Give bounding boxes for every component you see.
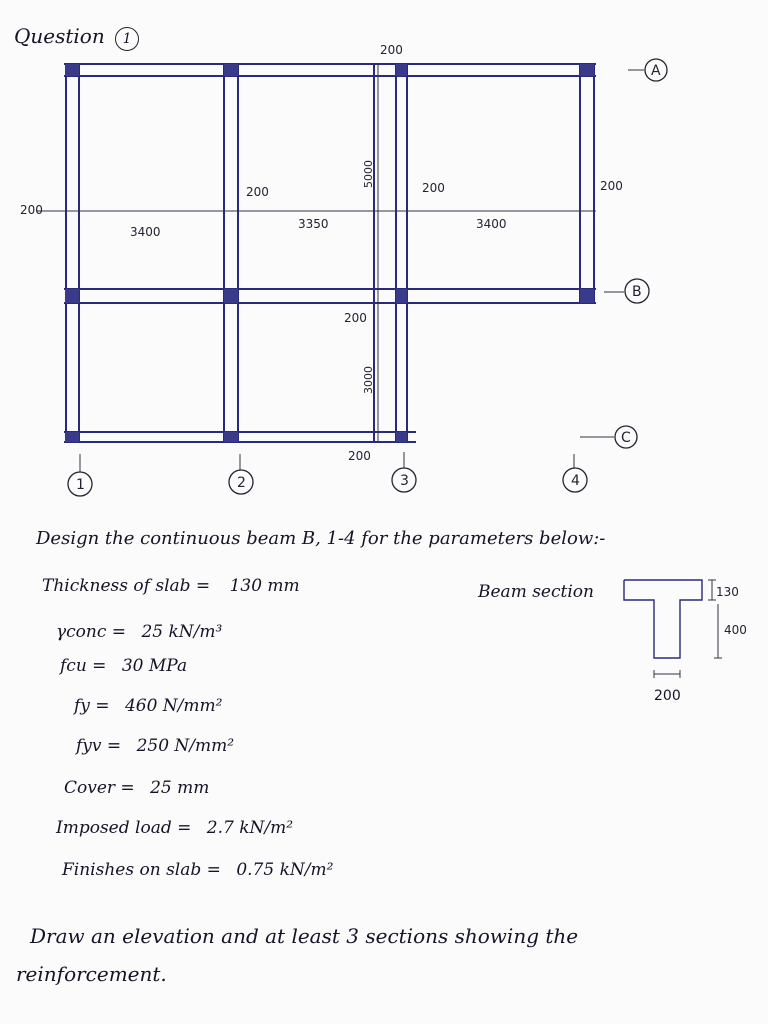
column-c3 (396, 432, 407, 442)
dim-bottom-gap: 200 (348, 449, 371, 463)
flange-depth-label: 130 (716, 585, 739, 599)
param-value: 25 mm (150, 778, 210, 798)
col-4-label: 4 (571, 473, 580, 489)
title-number: 1 (122, 31, 132, 47)
col-3-marker (391, 467, 417, 493)
param-value: 25 kN/m³ (141, 622, 223, 642)
t-beam-outline (623, 579, 703, 659)
row-a-marker (644, 58, 668, 82)
column-c2 (224, 432, 238, 442)
param-row-imposed: Imposed load = 2.7 kN/m² (56, 818, 293, 838)
column-c1 (65, 432, 79, 442)
dim-span-1-2: 3400 (130, 225, 161, 239)
column-b4 (580, 289, 594, 303)
param-value: 460 N/mm² (124, 696, 223, 716)
param-label: fy = (74, 696, 110, 716)
title-text: Question (14, 24, 105, 48)
column-b1 (65, 289, 79, 303)
col-2-label: 2 (237, 475, 246, 491)
param-label: fcu = (60, 656, 107, 676)
param-label: fyv = (76, 736, 122, 756)
row-b-label: B (632, 284, 642, 300)
column-b3 (396, 289, 407, 303)
question-title: Question 1 (14, 24, 140, 51)
closing-line-2: reinforcement. (16, 962, 167, 986)
param-row-fcu: fcu = 30 MPa (60, 656, 187, 676)
row-c-label: C (621, 430, 631, 446)
param-row-cover: Cover = 25 mm (64, 778, 209, 798)
instruction-text: Design the continuous beam B, 1-4 for th… (36, 528, 606, 549)
dim-left-gap: 200 (20, 203, 43, 217)
param-row-fyv: fyv = 250 N/mm² (76, 736, 234, 756)
param-row-gamma: γconc = 25 kN/m³ (56, 622, 222, 642)
column-a2 (224, 64, 238, 76)
row-a-label: A (651, 63, 661, 79)
dim-right-gap: 200 (600, 179, 623, 193)
title-number-circle: 1 (115, 27, 140, 51)
floor-plan: 200 200 200 200 200 3400 3350 3400 5000 … (20, 43, 668, 497)
param-label: Cover = (64, 778, 135, 798)
param-label: Finishes on slab = (62, 860, 221, 880)
col-3-label: 3 (400, 473, 409, 489)
param-row-fy: fy = 460 N/mm² (74, 696, 222, 716)
overall-depth-label: 400 (724, 623, 747, 637)
dim-span-2-3: 3350 (298, 217, 329, 231)
row-b-marker (624, 278, 650, 304)
col-1-marker (67, 471, 93, 497)
param-row-slab: Thickness of slab = 130 mm (42, 576, 300, 596)
column-a4 (580, 64, 594, 76)
dim-span-a-b: 5000 (362, 160, 375, 188)
col-2-marker (228, 469, 254, 495)
param-value: 250 N/mm² (136, 736, 235, 756)
param-value: 30 MPa (121, 656, 188, 676)
beam-section-label: Beam section (478, 582, 594, 602)
param-label: Thickness of slab = (42, 576, 211, 596)
column-b2 (224, 289, 238, 303)
column-a3 (396, 64, 407, 76)
dim-span-3-4: 3400 (476, 217, 507, 231)
dim-gap-b: 200 (344, 311, 367, 325)
param-value: 2.7 kN/m² (206, 818, 294, 838)
dim-span-b-c: 3000 (362, 366, 375, 394)
col-1-label: 1 (76, 477, 85, 493)
closing-line-1: Draw an elevation and at least 3 section… (30, 924, 579, 948)
col-4-marker (562, 467, 588, 493)
row-c-marker (614, 425, 638, 449)
param-label: Imposed load = (56, 818, 192, 838)
dim-col3-gap: 200 (422, 181, 445, 195)
beam-section-diagram: 130 400 (623, 579, 747, 678)
dim-col2-gap: 200 (246, 185, 269, 199)
column-a1 (65, 64, 79, 76)
param-value: 0.75 kN/m² (236, 860, 334, 880)
web-width-label: 200 (654, 688, 681, 704)
param-label: γconc = (56, 622, 127, 642)
param-row-finishes: Finishes on slab = 0.75 kN/m² (62, 860, 333, 880)
dim-top-gap: 200 (380, 43, 403, 57)
param-value: 130 mm (229, 576, 300, 596)
